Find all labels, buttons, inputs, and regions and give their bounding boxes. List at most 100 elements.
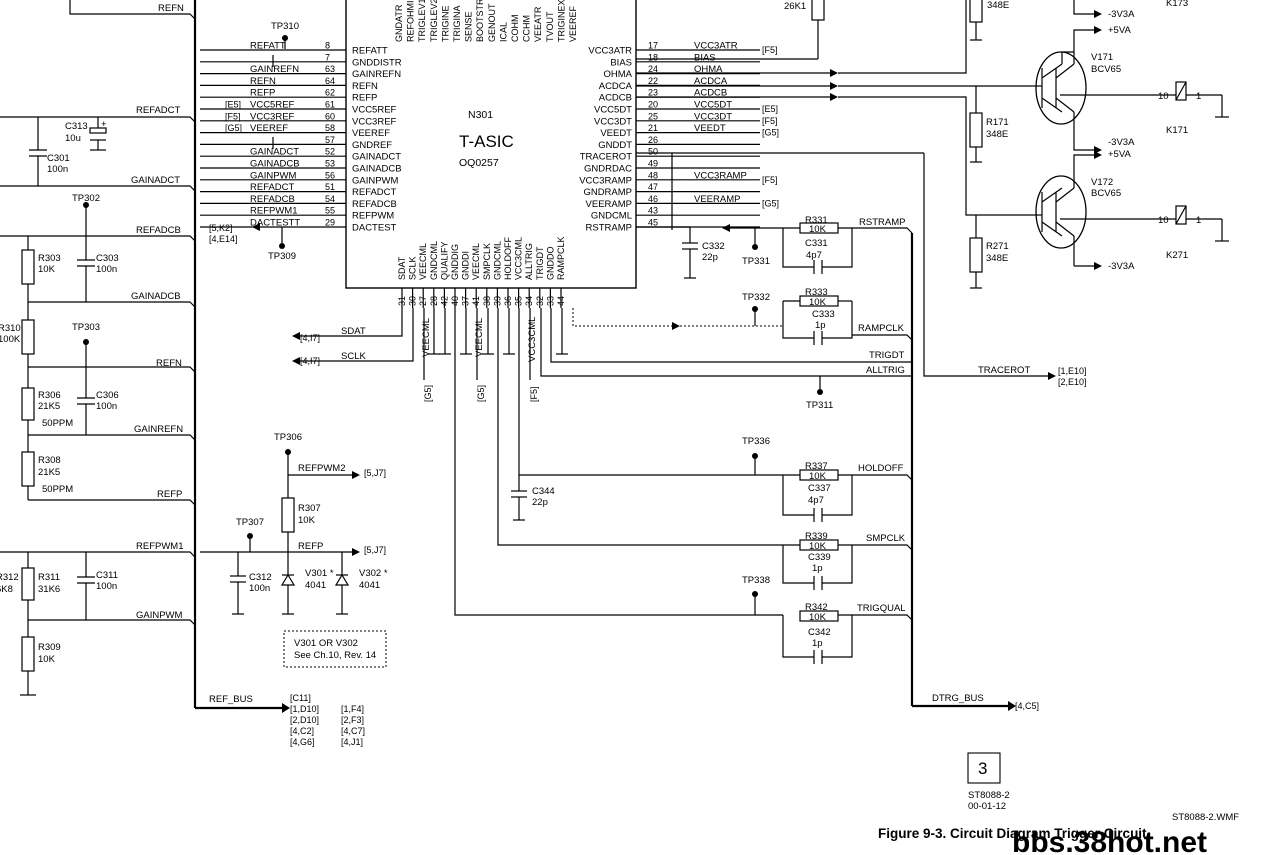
ic-bottom-pin-name: RAMPCLK [556,236,566,280]
transistor-v172: V172 BCV65 -3V3A [1033,165,1176,272]
ic-right-net-ref: [F5] [762,45,778,55]
ic-left-pin-number: 61 [325,100,335,110]
c313-polarity: + [101,119,107,130]
r331-value: 10K [809,224,827,235]
r333-value: 10K [809,297,827,308]
c339-ref: C339 [808,552,831,563]
ic-right-pin-name: VEERAMP [586,199,632,210]
dtrg-bus: DTRG_BUS [4,C5] [910,233,1039,711]
ic-bottom-pin-name: SMPCLK [482,243,492,280]
refp-net: REFP [298,541,323,552]
ic-left-pin-number: 62 [325,88,335,98]
c342-value: 1p [812,638,823,649]
smpclk-net: SMPCLK [866,533,906,544]
c332-ref: C332 [702,241,725,252]
ic-bottom-pin-number: 32 [535,296,545,306]
bus-net-label: GAINPWM [136,610,183,621]
ic-right-net-ref: [G5] [762,198,779,208]
veecml2-net: VEECML [474,318,485,357]
v301-value: 4041 [305,580,326,591]
bottom-wiring: SDAT [4,I7] SCLK [4,I7] VEECML [G5] VEEC… [292,308,912,616]
ic-left-pin-name: GAINREFN [352,69,401,80]
sclk-net: SCLK [341,351,366,362]
ic-top-pin-name: SENSE [464,11,474,42]
ic-right-pin-number: 23 [648,88,658,98]
ic-top-pin-name: TRIGINEXT [556,0,566,42]
k271-ref: K271 [1166,250,1188,261]
r303-value: 10K [38,264,56,275]
r271-ref: R271 [986,241,1009,252]
ic-left-pin-number: 52 [325,147,335,157]
ic-bottom-pin-number: 37 [461,296,471,306]
ic-ref: N301 [468,109,493,121]
ic-right-pin-number: 45 [648,218,658,228]
k171-ref: K171 [1166,125,1188,136]
ic-right-pin-name: BIAS [610,57,632,68]
ic-left-net-label: GAINADCT [250,147,299,158]
ic-right-pin-name: GNDRAMP [583,187,632,198]
ic-bottom-pin-number: 30 [408,296,418,306]
ref-bus-ref: [2,D10] [290,715,319,725]
footer: 3 ST8088-2 00-01-12 ST8088-2.WMF Figure … [878,752,1239,855]
c306-ref: C306 [96,390,119,401]
ic-bottom-pin-number: 31 [397,296,407,306]
ic-bottom-pin-name: GNDDO [545,247,555,281]
ic-left-pin-name: GNDDISTR [352,57,402,68]
ic-left-net-label: DACTESTT [250,218,300,229]
ic-bottom-pin-number: 35 [514,296,524,306]
ic-left-pin-number: 56 [325,170,335,180]
figure-caption: Figure 9-3. Circuit Diagram Trigger Circ… [878,826,1147,841]
ic-right-pin-name: VEEDT [600,128,632,139]
v171-ref: V171 [1091,52,1113,63]
tp310-label: TP310 [271,21,299,32]
r-top-value: 348E [987,0,1009,11]
r312-ref: R312 [0,572,19,583]
sclk-ref: [4,I7] [300,356,320,366]
bus-net-label: GAINADCT [131,175,180,186]
bus-net-label: GAINADCB [131,291,181,302]
ic-left-pin-number: 58 [325,123,335,133]
ic-right-net-label: ACDCB [694,88,727,99]
tp336-label: TP336 [742,436,770,447]
r342-value: 10K [809,612,827,623]
ic-left-pin-name: DACTEST [352,223,397,234]
ic-top-pin-name: TRIGLEV1 [417,0,427,42]
c311-value: 100n [96,581,117,592]
ic-left-pin-number: 64 [325,76,335,86]
ic-right-net-label: VEERAMP [694,194,740,205]
ic-bottom-pin-number: 34 [524,296,534,306]
tp307-label: TP307 [236,517,264,528]
ic-left-net-ref: [G5] [225,123,242,133]
veecml-ref: [G5] [423,385,433,402]
ic-left-pin-name: VCC3REF [352,116,397,127]
r307-value: 10K [298,515,316,526]
k173-ref: K173 [1166,0,1188,9]
ic-left-pin-name: GNDREF [352,140,392,151]
ic-right-pin-number: 49 [648,159,658,169]
ic-bottom-pins: SDAT31SCLK30VEECML27GNDCML28QUALIFY42GND… [397,236,566,308]
ic-right-pin-number: 24 [648,64,658,74]
ref-bus: REF_BUS [C11] [1,D10] [2,D10] [4,C2] [4,… [193,0,365,747]
ic-left-pin-number: 53 [325,159,335,169]
ic-right-pin-name: OHMA [604,69,633,80]
r312-value: 6K8 [0,584,13,595]
ic-right-pin-name: TRACEROT [580,152,632,163]
ic-right-pin-name: RSTRAMP [586,223,632,234]
ic-left-pin-number: 57 [325,135,335,145]
ic-top-pin-name: VEEREF [568,5,578,42]
tp302-label: TP302 [72,193,100,204]
ic-right-pin-name: ACDCB [599,93,632,104]
c303-ref: C303 [96,253,119,264]
tp338-label: TP338 [742,575,770,586]
ic-bottom-pin-number: 44 [556,296,566,306]
ic-bottom-pin-number: 36 [503,296,513,306]
c311-ref: C311 [96,570,118,581]
ic-right-pin-number: 26 [648,135,658,145]
c339-value: 1p [812,563,823,574]
k171-pin-a: 10 [1158,91,1169,102]
c333-value: 1p [815,320,826,331]
vcc3cml-net: VCC3CML [527,317,538,362]
ref-bus-ref: [2,F3] [341,715,364,725]
dactest-ref: [4,E14] [209,234,238,244]
